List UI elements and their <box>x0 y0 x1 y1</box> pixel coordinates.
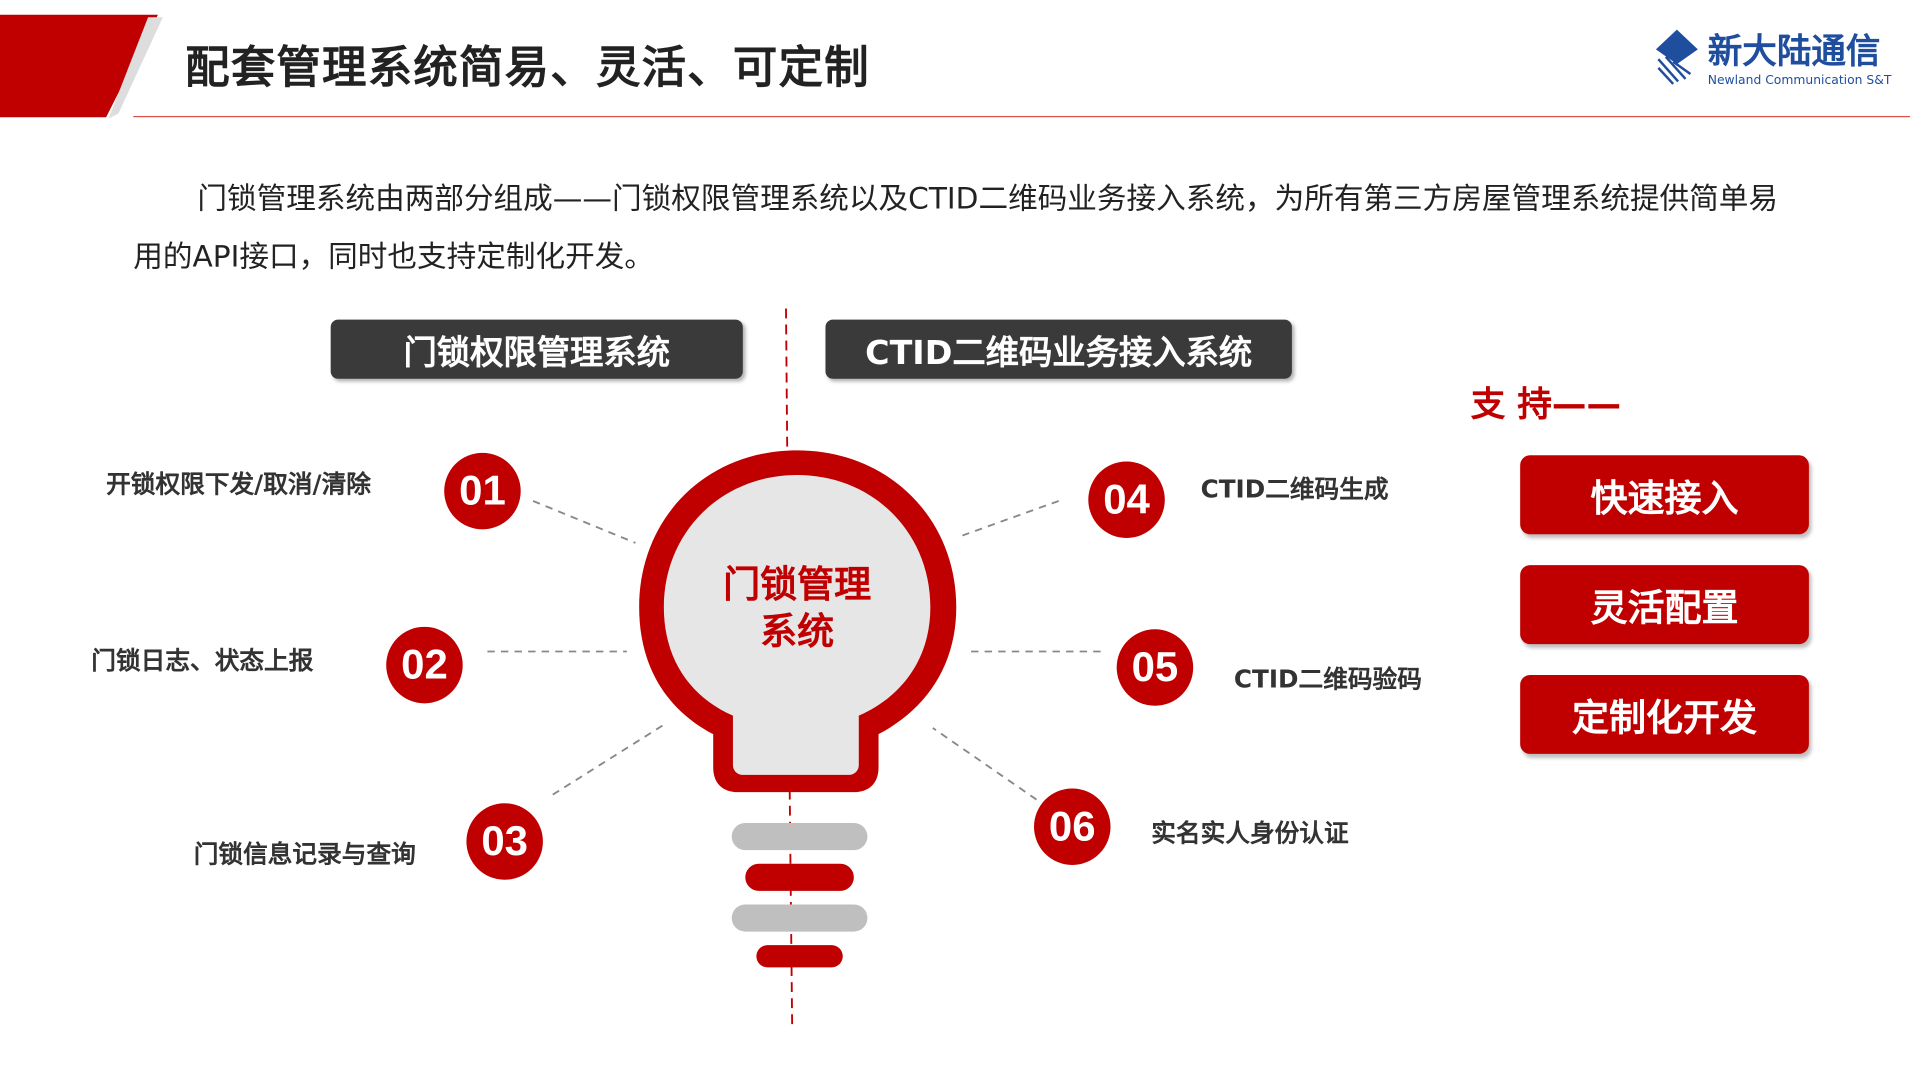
feature-number-02: 02 <box>386 626 463 704</box>
feature-number-03: 03 <box>466 803 543 880</box>
center-label-line1: 门锁管理 <box>723 563 872 608</box>
feature-label-05: CTID二维码验码 <box>1233 663 1422 694</box>
header-divider <box>133 115 1911 118</box>
center-label-line2: 系统 <box>760 610 835 654</box>
feature-number-01: 01 <box>444 452 521 530</box>
feature-number-06: 06 <box>1034 788 1111 865</box>
feature-label-02: 门锁日志、状态上报 <box>91 645 314 675</box>
logo-chinese-name: 新大陆通信 <box>1707 30 1881 72</box>
support-heading: 支 持—— <box>1470 383 1622 425</box>
support-item-flexible-config: 灵活配置 <box>1520 565 1809 645</box>
support-item-quick-access: 快速接入 <box>1520 455 1809 535</box>
bulb-center-label: 门锁管理 系统 <box>691 563 903 657</box>
feature-label-06: 实名实人身份认证 <box>1151 818 1349 848</box>
feature-label-03: 门锁信息记录与查询 <box>193 839 416 869</box>
corner-banner-decoration <box>0 14 163 119</box>
page-title: 配套管理系统简易、灵活、可定制 <box>185 43 870 94</box>
newland-logo-icon <box>1655 28 1698 85</box>
bulb-inner <box>663 475 931 775</box>
system-label-ctid: CTID二维码业务接入系统 <box>825 319 1292 379</box>
logo-english-name: Newland Communication S&T <box>1707 74 1892 88</box>
support-item-custom-dev: 定制化开发 <box>1520 674 1809 754</box>
feature-label-04: CTID二维码生成 <box>1200 473 1389 504</box>
company-logo: 新大陆通信 Newland Communication S&T <box>1653 25 1891 88</box>
feature-number-05: 05 <box>1116 629 1194 706</box>
intro-paragraph: 门锁管理系统由两部分组成——门锁权限管理系统以及CTID二维码业务接入系统，为所… <box>133 181 1779 274</box>
feature-number-04: 04 <box>1088 461 1165 538</box>
system-label-permission: 门锁权限管理系统 <box>330 319 743 379</box>
feature-label-01: 开锁权限下发/取消/清除 <box>106 468 371 499</box>
